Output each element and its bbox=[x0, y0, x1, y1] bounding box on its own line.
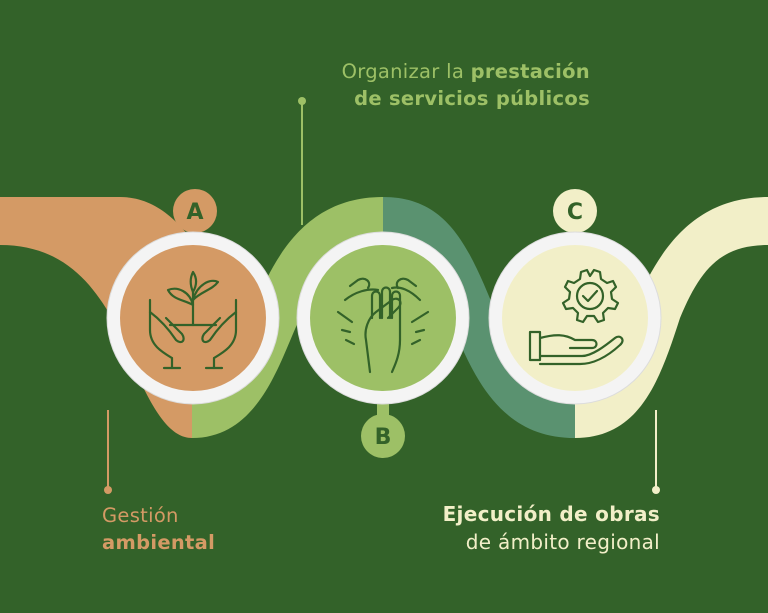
badge-c-letter: C bbox=[567, 200, 583, 225]
hands-holding-plant-icon bbox=[148, 270, 238, 370]
label-b-line-1: Organizar la prestación bbox=[290, 58, 590, 85]
band-cream-upper bbox=[630, 197, 768, 318]
label-c-bold: Ejecución de obras bbox=[442, 502, 660, 526]
badge-b-letter: B bbox=[375, 425, 392, 450]
label-b: Organizar la prestación de servicios púb… bbox=[290, 58, 590, 112]
label-a-regular: Gestión bbox=[102, 504, 179, 527]
label-c: Ejecución de obras de ámbito regional bbox=[410, 500, 660, 556]
badge-a-letter: A bbox=[186, 200, 203, 225]
label-a-bold: ambiental bbox=[102, 531, 216, 554]
label-b-bold: prestación bbox=[470, 60, 590, 83]
step-circle-c bbox=[488, 231, 662, 405]
pointer-dot-b bbox=[298, 97, 306, 105]
label-a: Gestión ambiental bbox=[102, 502, 302, 556]
band-orange-start bbox=[0, 197, 60, 245]
label-b-bold-2: de servicios públicos bbox=[354, 87, 590, 110]
hand-holding-gear-check-icon bbox=[528, 268, 624, 366]
pointer-dot-a bbox=[104, 486, 112, 494]
badge-b: B bbox=[361, 400, 405, 458]
hands-together-icon bbox=[336, 277, 430, 374]
label-b-regular: Organizar la bbox=[341, 60, 465, 83]
pointer-dot-c bbox=[652, 486, 660, 494]
band-green-upper bbox=[250, 197, 383, 318]
band-mid-lower bbox=[450, 318, 575, 438]
label-c-regular: de ámbito regional bbox=[465, 530, 660, 554]
